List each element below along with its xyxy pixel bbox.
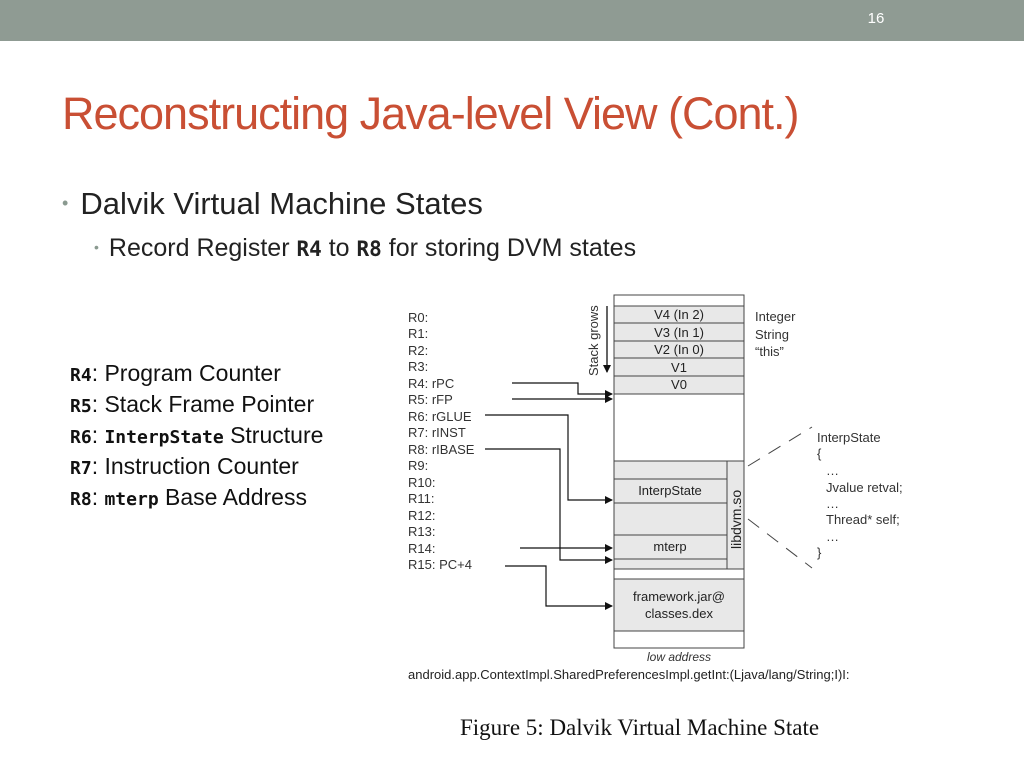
low-address-label: low address <box>647 650 711 664</box>
interpstate-cell <box>613 478 728 504</box>
type-label-string: String <box>755 327 789 342</box>
struct-line: Thread* self; <box>826 512 900 527</box>
stack-cell-v0: V0 <box>671 377 687 392</box>
struct-line: … <box>826 529 839 544</box>
legend-sep: : <box>91 453 105 479</box>
bullet-2-suffix: for storing DVM states <box>381 234 637 262</box>
stack-cell-v3: V3 (In 1) <box>654 325 704 340</box>
register-label: R2: <box>408 343 428 358</box>
bullet-2-prefix: Record Register <box>108 234 297 262</box>
figure-caption: Figure 5: Dalvik Virtual Machine State <box>460 715 819 740</box>
stack-cell-v4: V4 (In 2) <box>654 307 704 322</box>
legend-row: R5: Stack Frame Pointer <box>70 389 323 420</box>
struct-line: Jvalue retval; <box>826 480 903 495</box>
framework-line-2: classes.dex <box>645 606 713 621</box>
register-label: R4: rPC <box>408 376 454 391</box>
register-label: R15: PC+4 <box>408 557 472 572</box>
r4-pointer-arrow <box>512 382 613 398</box>
struct-line: { <box>817 446 822 461</box>
method-signature: android.app.ContextImpl.SharedPreference… <box>408 667 850 682</box>
legend-reg: R5 <box>70 396 92 417</box>
legend-sep: : <box>91 484 105 510</box>
bullet-level-2: • Record Register R4 to R8 for storing DV… <box>94 234 636 263</box>
stack-cell-v1: V1 <box>671 360 687 375</box>
struct-line: … <box>826 463 839 478</box>
register-label: R9: <box>408 458 428 473</box>
legend-code: mterp <box>104 489 159 510</box>
legend-reg: R4 <box>70 365 92 386</box>
register-label: R14: <box>408 541 435 556</box>
r8-pointer-arrow <box>485 448 613 564</box>
stack-grows-label: Stack grows <box>586 305 601 376</box>
type-label-this: “this” <box>755 344 784 359</box>
register-label: R11: <box>408 491 435 506</box>
register-label: R0: <box>408 310 428 325</box>
slide-title: Reconstructing Java-level View (Cont.) <box>62 88 799 139</box>
legend-sep: : <box>91 422 105 448</box>
bullet-level-1-text: Dalvik Virtual Machine States <box>80 186 483 221</box>
register-label: R13: <box>408 524 435 539</box>
stack-cell-v2: V2 (In 0) <box>654 342 704 357</box>
bullet-2-reg-from: R4 <box>296 237 322 261</box>
register-label: R8: rIBASE <box>408 442 475 457</box>
interpstate-cell-label: InterpState <box>638 483 702 498</box>
register-legend: R4: Program Counter R5: Stack Frame Poin… <box>70 358 323 513</box>
bullet-2-middle: to <box>321 234 357 262</box>
legend-text: Base Address <box>158 484 307 510</box>
register-label: R1: <box>408 326 428 341</box>
type-label-integer: Integer <box>755 309 796 324</box>
legend-row: R6: InterpState Structure <box>70 420 323 451</box>
struct-line: } <box>817 545 822 560</box>
legend-sep: : <box>91 391 105 417</box>
register-label: R7: rINST <box>408 425 466 440</box>
bullet-2-reg-to: R8 <box>356 237 382 261</box>
framework-line-1: framework.jar@ <box>633 589 725 604</box>
mterp-cell-label: mterp <box>653 539 686 554</box>
legend-text: Instruction Counter <box>104 453 299 479</box>
bullet-level-1: • Dalvik Virtual Machine States <box>62 186 483 222</box>
libdvm-label: libdvm.so <box>728 490 744 549</box>
legend-reg: R8 <box>70 489 92 510</box>
legend-text: Stack Frame Pointer <box>104 391 315 417</box>
expand-line-bottom <box>747 518 813 569</box>
register-label: R3: <box>408 359 428 374</box>
legend-reg: R6 <box>70 427 92 448</box>
r15-pointer-arrow <box>505 565 613 610</box>
slide-number: 16 <box>867 10 885 27</box>
legend-row: R8: mterp Base Address <box>70 482 323 513</box>
legend-row: R7: Instruction Counter <box>70 451 323 482</box>
stack-frame-block <box>613 305 745 395</box>
legend-text: Program Counter <box>104 360 281 386</box>
register-label: R12: <box>408 508 435 523</box>
register-label: R5: rFP <box>408 392 453 407</box>
top-bar <box>0 0 1024 41</box>
expand-line-top <box>747 426 813 467</box>
legend-code: InterpState <box>104 427 224 448</box>
r6-pointer-arrow <box>485 414 613 504</box>
legend-reg: R7 <box>70 458 92 479</box>
struct-line: … <box>826 496 839 511</box>
bullet-dot-icon: • <box>94 239 99 255</box>
framework-block <box>613 578 745 632</box>
legend-text: Structure <box>223 422 324 448</box>
struct-line: InterpState <box>817 430 881 445</box>
legend-sep: : <box>91 360 105 386</box>
register-label: R6: rGLUE <box>408 409 472 424</box>
bullet-dot-icon: • <box>62 193 69 213</box>
register-label: R10: <box>408 475 435 490</box>
legend-row: R4: Program Counter <box>70 358 323 389</box>
